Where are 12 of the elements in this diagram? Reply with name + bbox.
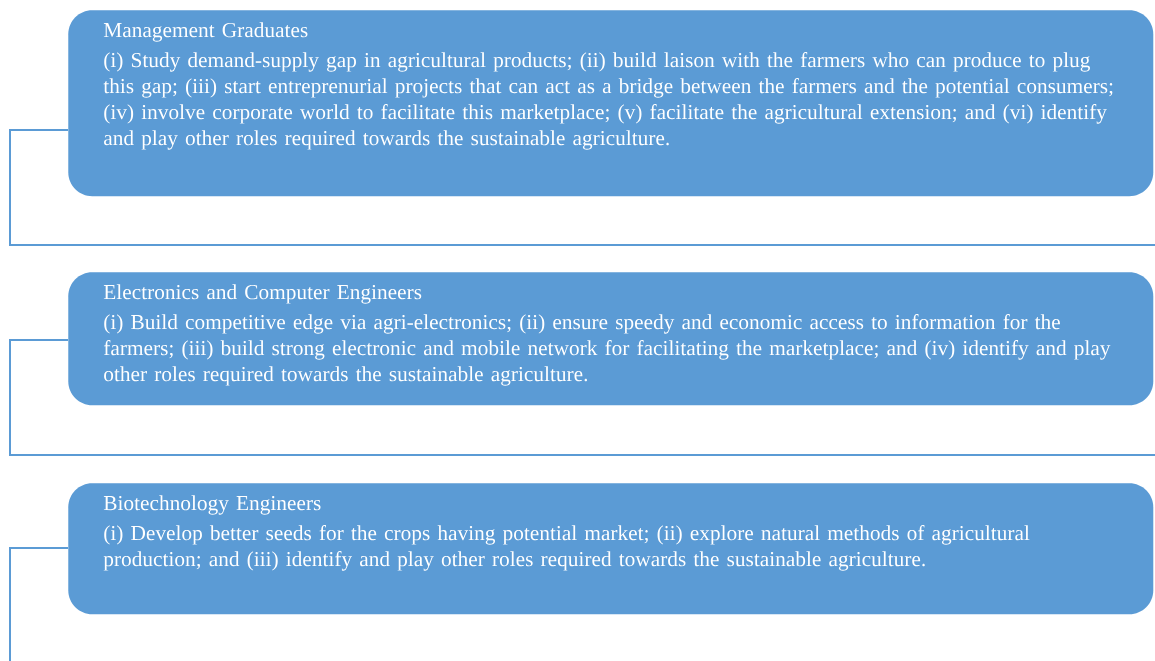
box-heading: Electronics and Computer Engineers <box>103 284 422 304</box>
box-heading: Management Graduates <box>103 22 308 42</box>
rounded-box <box>68 272 1154 406</box>
box-text: (i) Develop better seeds for the crops having potential market; (ii) explore natural methods of agricultural production; and (iii) identify and play other roles required towards the sustainable agriculture. <box>103 525 1030 571</box>
box-heading: Biotechnology Engineers <box>103 495 321 515</box>
box-text: (i) Build competitive edge via agri-electronics; (ii) ensure speedy and economic access to information for the farmers; (iii) build strong electronic and mobile network for facilitating the marketplace; and (iv) identify and play other roles required towards the sustainable agriculture. <box>103 314 1111 386</box>
connector-line <box>9 339 1155 456</box>
connector-line <box>9 547 69 661</box>
rounded-box <box>68 10 1154 197</box>
rounded-box <box>68 483 1154 615</box>
box-text: (i) Study demand-supply gap in agricultural products; (ii) build laison with the farmers who can produce to plug this gap; (iii) start entreprenurial projects that can act as a bridge between the farmers and the potential consumers; (iv) involve corporate world to facilitate this marketplace; (v) facilitate the agricultural extension; and (vi) identify and play other roles required towards the sustainable agriculture. <box>103 52 1113 150</box>
connector-line <box>9 129 1155 246</box>
